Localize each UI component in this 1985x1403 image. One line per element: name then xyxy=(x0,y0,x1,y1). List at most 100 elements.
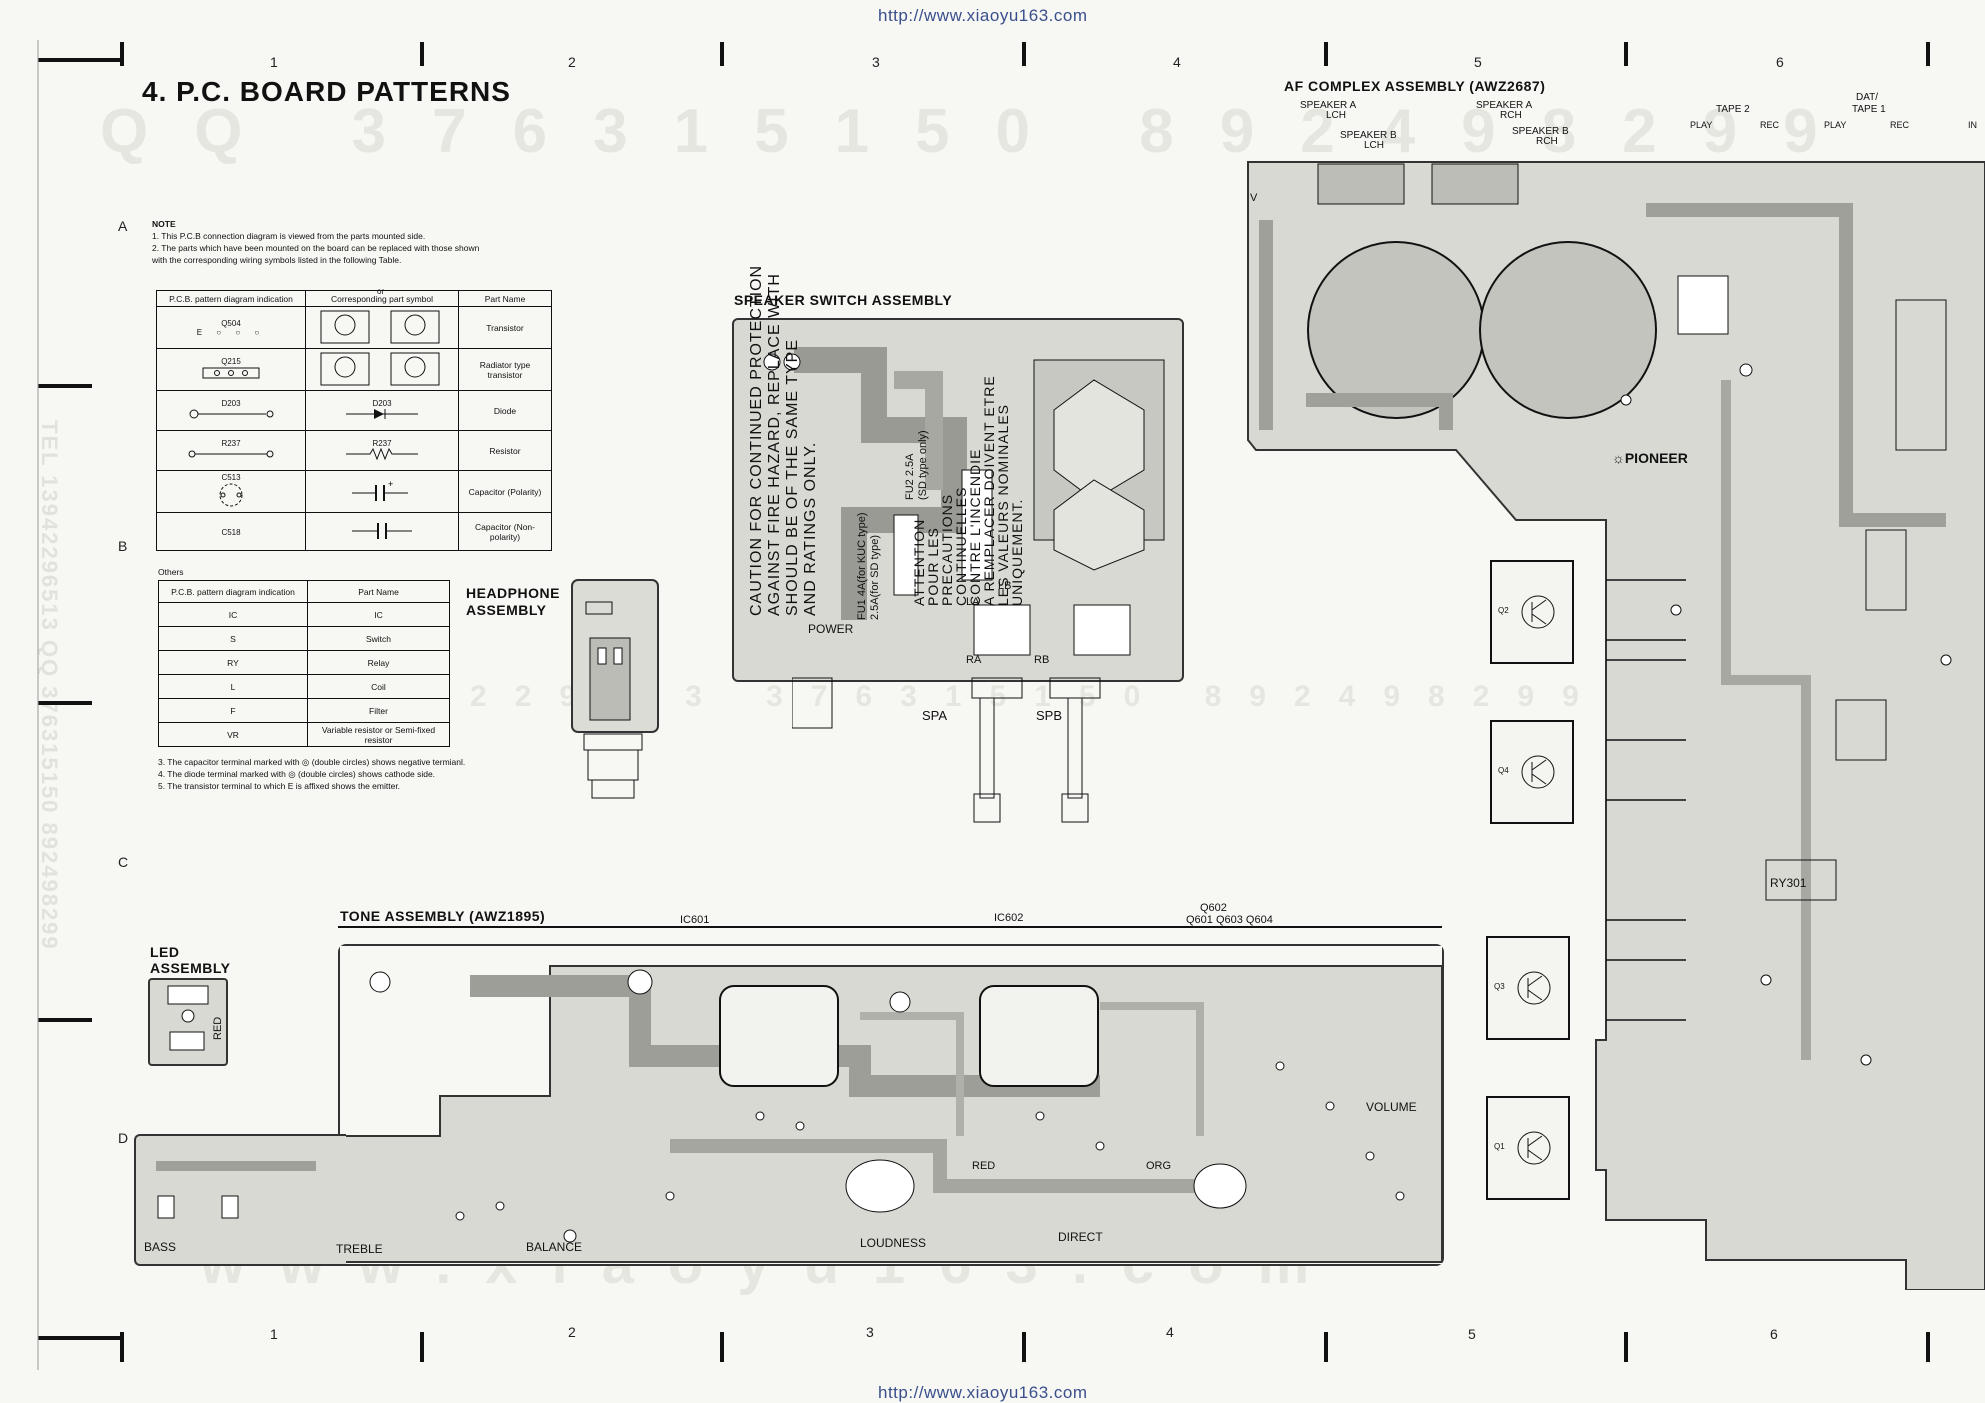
speaker-a-lch-label: SPEAKER A xyxy=(1300,100,1356,111)
pin-labels: E ○ ○ ○ xyxy=(196,327,266,337)
row-marker-a: A xyxy=(118,218,128,234)
part-name: Capacitor (Non-polarity) xyxy=(458,512,552,551)
symbol-table: P.C.B. pattern diagram indication Corres… xyxy=(156,287,552,551)
dat-label: DAT/ xyxy=(1856,92,1879,103)
pcb-indication: C513 xyxy=(221,473,241,482)
transistor-q3-icon xyxy=(1517,971,1551,1005)
col-marker-bottom-6: 6 xyxy=(1770,1326,1778,1342)
af-board xyxy=(1247,161,1985,1290)
col-marker-top-4: 4 xyxy=(1173,54,1181,70)
col-marker-top-6: 6 xyxy=(1776,54,1784,70)
header-url[interactable]: http://www.xiaoyu163.com xyxy=(878,6,1088,25)
pcb-indication: VR xyxy=(158,722,308,747)
fuse2-text: FU2 2.5A xyxy=(904,453,916,500)
la-label: LA xyxy=(966,596,980,608)
table-row: R237 R237 Resistor xyxy=(156,430,552,471)
pioneer-brand-text: PIONEER xyxy=(1624,450,1688,466)
diode-pattern-icon xyxy=(189,409,274,419)
footer-url[interactable]: http://www.xiaoyu163.com xyxy=(878,1383,1088,1402)
note-block: NOTE 1. This P.C.B connection diagram is… xyxy=(152,218,552,266)
led-traces xyxy=(167,985,209,1051)
direct-label: DIRECT xyxy=(1058,1230,1103,1244)
spb-label: SPB xyxy=(1036,708,1063,723)
others-label: Others xyxy=(158,567,184,577)
in-label: IN xyxy=(1968,120,1977,130)
capacitor-nonpolar-symbol-icon xyxy=(352,522,412,539)
rch-label: RCH xyxy=(1500,110,1522,121)
row-marker-c: C xyxy=(118,854,129,870)
tone-org-label: ORG xyxy=(1146,1160,1172,1172)
speaker-switch-traces xyxy=(763,347,1165,656)
note-item: 1. This P.C.B connection diagram is view… xyxy=(152,231,426,241)
caution-text: CAUTION FOR CONTINUED PROTECTION AGAINST… xyxy=(748,265,858,616)
power-label: POWER xyxy=(808,622,854,636)
tape2-label: TAPE 2 xyxy=(1716,104,1750,115)
part-name: Switch xyxy=(307,626,450,651)
part-name: Coil xyxy=(307,674,450,699)
led-board: RED xyxy=(148,978,228,1066)
fuse1-label: FU1 4A(for KUC type) 2.5A(for SD type) xyxy=(856,430,896,620)
lb-label: LB xyxy=(998,580,1012,592)
pcb-indication: D203 xyxy=(221,399,241,408)
tone-title: TONE ASSEMBLY (AWZ1895) xyxy=(340,908,546,924)
led-red-label: RED xyxy=(212,1016,224,1040)
transistor-q3: Q3 xyxy=(1486,936,1570,1040)
footnote: 3. The capacitor terminal marked with ◎ … xyxy=(158,757,466,767)
spa-label: SPA xyxy=(922,708,948,723)
pcb-indication: C518 xyxy=(221,527,241,537)
radiator-transistor-icon xyxy=(320,352,440,385)
tone-board-tail xyxy=(134,1134,346,1266)
rch2-label: RCH xyxy=(1536,136,1558,147)
headphone-title-line1: HEADPHONE xyxy=(466,585,560,601)
tape1-label: TAPE 1 xyxy=(1852,104,1886,115)
table-header: P.C.B. pattern diagram indication xyxy=(156,290,306,307)
caution-line: CAUTION FOR CONTINUED PROTECTION xyxy=(748,264,765,616)
ic602-label: IC602 xyxy=(994,912,1024,924)
treble-label: TREBLE xyxy=(336,1242,383,1256)
tone-title-rule xyxy=(338,926,1442,928)
ic601-label: IC601 xyxy=(680,914,710,926)
q4-label: Q4 xyxy=(1498,766,1509,775)
attention-line: CONTRE L'INCENDIE xyxy=(967,448,983,606)
or-label: or xyxy=(377,286,385,296)
col-marker-bottom-3: 3 xyxy=(866,1324,874,1340)
resistor-symbol-icon xyxy=(346,447,418,461)
q1-label: Q1 xyxy=(1494,1142,1505,1151)
pcb-indication: RY xyxy=(158,650,308,675)
speaker-switch-knobs xyxy=(792,677,1101,823)
footnote: 5. The transistor terminal to which E is… xyxy=(158,781,401,791)
col-marker-top-1: 1 xyxy=(270,54,278,70)
lch-label: LCH xyxy=(1326,110,1347,121)
headphone-title-line2: ASSEMBLY xyxy=(466,602,547,618)
tone-red-label: RED xyxy=(972,1160,996,1172)
part-name: Filter xyxy=(307,698,450,723)
fuse1-text: FU1 4A(for KUC type) xyxy=(856,512,868,620)
pcb-indication: L xyxy=(158,674,308,699)
col-marker-top-5: 5 xyxy=(1474,54,1482,70)
ry301-label: RY301 xyxy=(1770,876,1807,890)
speaker-switch-title: SPEAKER SWITCH ASSEMBLY xyxy=(734,292,953,308)
pioneer-logo-icon: ☼ xyxy=(1612,450,1625,466)
tape1-rec-label: REC xyxy=(1890,120,1910,130)
col-marker-bottom-2: 2 xyxy=(568,1324,576,1340)
pioneer-logo: ☼PIONEER xyxy=(1612,450,1688,466)
led-title-line1: LED xyxy=(150,944,180,960)
attention-line: A REMPLACER DOIVENT ETRE xyxy=(981,375,997,606)
speaker-switch-board: CAUTION FOR CONTINUED PROTECTION AGAINST… xyxy=(732,265,1184,682)
loudness-label: LOUDNESS xyxy=(860,1236,927,1250)
table-row: C513 + Capacitor (Polarity) xyxy=(156,470,552,513)
transistor-q2-icon xyxy=(1521,595,1555,629)
table-header: Part Name xyxy=(307,580,450,603)
q3-label: Q3 xyxy=(1494,982,1505,991)
symbol-label: R237 xyxy=(372,439,392,448)
v-label: V xyxy=(1250,192,1258,204)
transistor-q1-icon xyxy=(1517,1131,1551,1165)
part-name: Diode xyxy=(458,390,552,431)
part-name: Variable resistor or Semi-fixed resistor xyxy=(307,722,450,747)
pcb-indication: R237 xyxy=(221,439,241,448)
